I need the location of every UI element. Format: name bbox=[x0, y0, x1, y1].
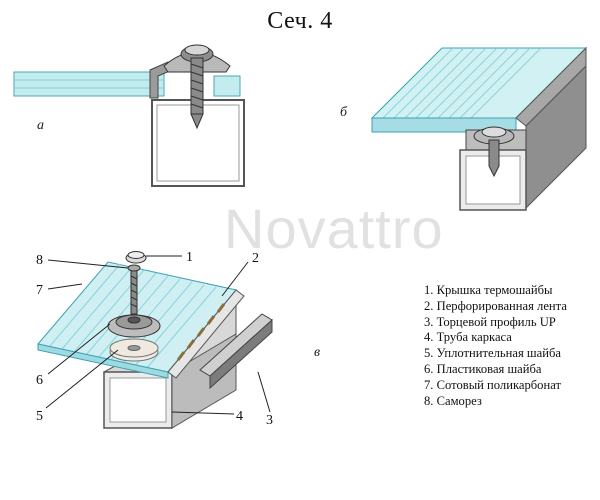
subfigure-v-label: в bbox=[314, 345, 320, 360]
figure-b: б bbox=[340, 46, 588, 211]
legend-item-4: 4. Труба каркаса bbox=[424, 330, 512, 345]
legend-item-8: 8. Саморез bbox=[424, 393, 482, 408]
legend: 1. Крышка термошайбы 2. Перфорированная … bbox=[424, 283, 567, 409]
legend-item-7: 7. Сотовый поликарбонат bbox=[424, 377, 561, 392]
page-title: Сеч. 4 bbox=[267, 8, 333, 34]
subfigure-a-label: а bbox=[37, 118, 44, 133]
legend-item-1: 1. Крышка термошайбы bbox=[424, 283, 553, 297]
legend-item-2: 2. Перфорированная лента bbox=[424, 298, 567, 313]
callout-7: 7 bbox=[36, 283, 43, 298]
callout-3: 3 bbox=[266, 413, 273, 428]
figure-v: 1 2 3 4 5 6 7 8 в bbox=[36, 250, 320, 429]
callout-8: 8 bbox=[36, 253, 43, 268]
legend-item-5: 5. Уплотнительная шайба bbox=[424, 346, 561, 361]
callout-5: 5 bbox=[36, 409, 43, 424]
subfigure-b-label: б bbox=[340, 105, 348, 120]
callout-1: 1 bbox=[186, 250, 193, 265]
callout-6: 6 bbox=[36, 373, 43, 388]
callout-2: 2 bbox=[252, 251, 259, 266]
legend-item-3: 3. Торцевой профиль UP bbox=[424, 314, 556, 329]
figure-a: а bbox=[13, 44, 245, 187]
legend-item-6: 6. Пластиковая шайба bbox=[424, 361, 542, 376]
watermark: Novattro bbox=[224, 197, 444, 260]
callout-4: 4 bbox=[236, 409, 243, 424]
